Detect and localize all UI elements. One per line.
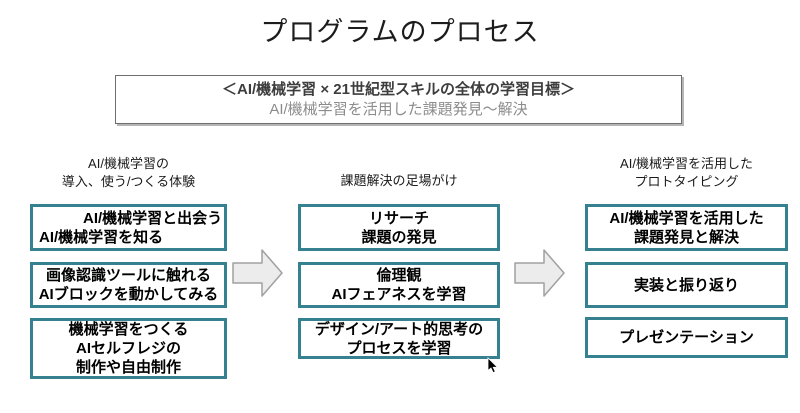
column-header-scaffolding-line1: 課題解決の足場がけ: [340, 173, 458, 188]
box-image-recognition-line1: 画像認識ツールに触れる: [45, 267, 211, 284]
box-make-ml-line3: 制作や自由制作: [75, 359, 181, 376]
box-design-thinking-line1: デザイン/アート的思考の: [314, 320, 484, 338]
column-header-intro-line2: 導入、使う/つくる体験: [61, 174, 196, 189]
box-image-recognition-line2: AIブロックを動かしてみる: [38, 286, 219, 303]
box-research: リサーチ 課題の発見: [298, 204, 500, 251]
box-implementation: 実装と振り返り: [585, 262, 788, 308]
box-problem-solving-line2: 課題発見と解決: [633, 228, 739, 246]
box-implementation-line1: 実装と振り返り: [633, 276, 739, 294]
box-research-line2: 課題の発見: [361, 228, 437, 246]
box-design-thinking-line2: プロセスを学習: [346, 339, 452, 357]
mouse-cursor-icon: [487, 357, 499, 374]
box-problem-solving-line1: AI/機械学習を活用した: [609, 209, 764, 227]
column-header-prototyping-line1: AI/機械学習を活用した: [620, 156, 753, 171]
box-ethics-line2: AIフェアネスを学習: [331, 286, 467, 303]
box-problem-solving: AI/機械学習を活用した 課題発見と解決: [585, 204, 788, 251]
box-presentation: プレゼンテーション: [585, 317, 788, 358]
goal-heading: ＜AI/機械学習 × 21世紀型スキルの全体の学習目標＞: [222, 80, 575, 98]
box-make-ml-line2: AIセルフレジの: [75, 340, 181, 357]
arrow-right-icon: [232, 249, 283, 297]
box-meet-ai-line2: AI/機械学習を知る: [39, 228, 164, 246]
box-make-ml-line1: 機械学習をつくる: [68, 321, 189, 338]
box-research-line1: リサーチ: [368, 209, 429, 227]
arrow-right-icon: [514, 249, 565, 297]
box-ethics: 倫理観 AIフェアネスを学習: [298, 262, 500, 308]
box-image-recognition: 画像認識ツールに触れる AIブロックを動かしてみる: [30, 262, 227, 308]
column-header-prototyping: AI/機械学習を活用した プロトタイピング: [585, 155, 788, 191]
page-title: プログラムのプロセス: [260, 17, 540, 47]
box-meet-ai-line1: AI/機械学習と出会う: [83, 209, 223, 227]
box-make-ml: 機械学習をつくる AIセルフレジの 制作や自由制作: [30, 318, 227, 379]
goal-subtext: AI/機械学習を活用した課題発見〜解決: [269, 100, 528, 118]
box-meet-ai: AI/機械学習と出会う AI/機械学習を知る: [30, 204, 227, 251]
learning-goal-box: ＜AI/機械学習 × 21世紀型スキルの全体の学習目標＞ AI/機械学習を活用し…: [115, 75, 682, 124]
column-header-scaffolding: 課題解決の足場がけ: [298, 172, 500, 190]
box-design-thinking: デザイン/アート的思考の プロセスを学習: [298, 318, 500, 359]
column-header-intro: AI/機械学習の 導入、使う/つくる体験: [30, 155, 227, 191]
box-presentation-line1: プレゼンテーション: [619, 329, 754, 346]
column-header-intro-line1: AI/機械学習の: [88, 156, 169, 171]
box-ethics-line1: 倫理観: [376, 267, 422, 284]
column-header-prototyping-line2: プロトタイピング: [634, 174, 739, 189]
